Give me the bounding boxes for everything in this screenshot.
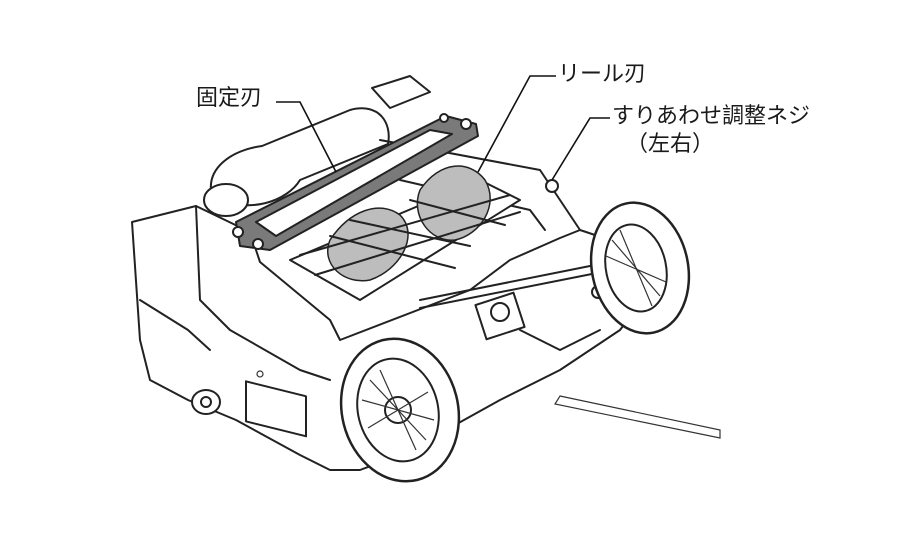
reel-assembly: [289, 165, 521, 301]
ground-line: [554, 395, 721, 439]
leader-fixed-blade: [276, 101, 337, 173]
fixed-blade-label: 固定刃: [196, 86, 263, 111]
right-wheel: [589, 201, 691, 335]
reel-blade-label: リール刃: [558, 62, 647, 87]
rear-roller: [203, 75, 431, 217]
adjust-screw-note: （左右）: [626, 132, 715, 157]
rear-caster: [191, 389, 221, 415]
leader-reel-blade: [477, 75, 556, 173]
leader-adjust-screw: [551, 117, 610, 181]
adjust-screw-label: すりあわせ調整ネジ: [612, 104, 811, 129]
front-wheel: [339, 337, 461, 483]
fixed-blade: [232, 113, 479, 251]
chassis: [419, 179, 613, 351]
